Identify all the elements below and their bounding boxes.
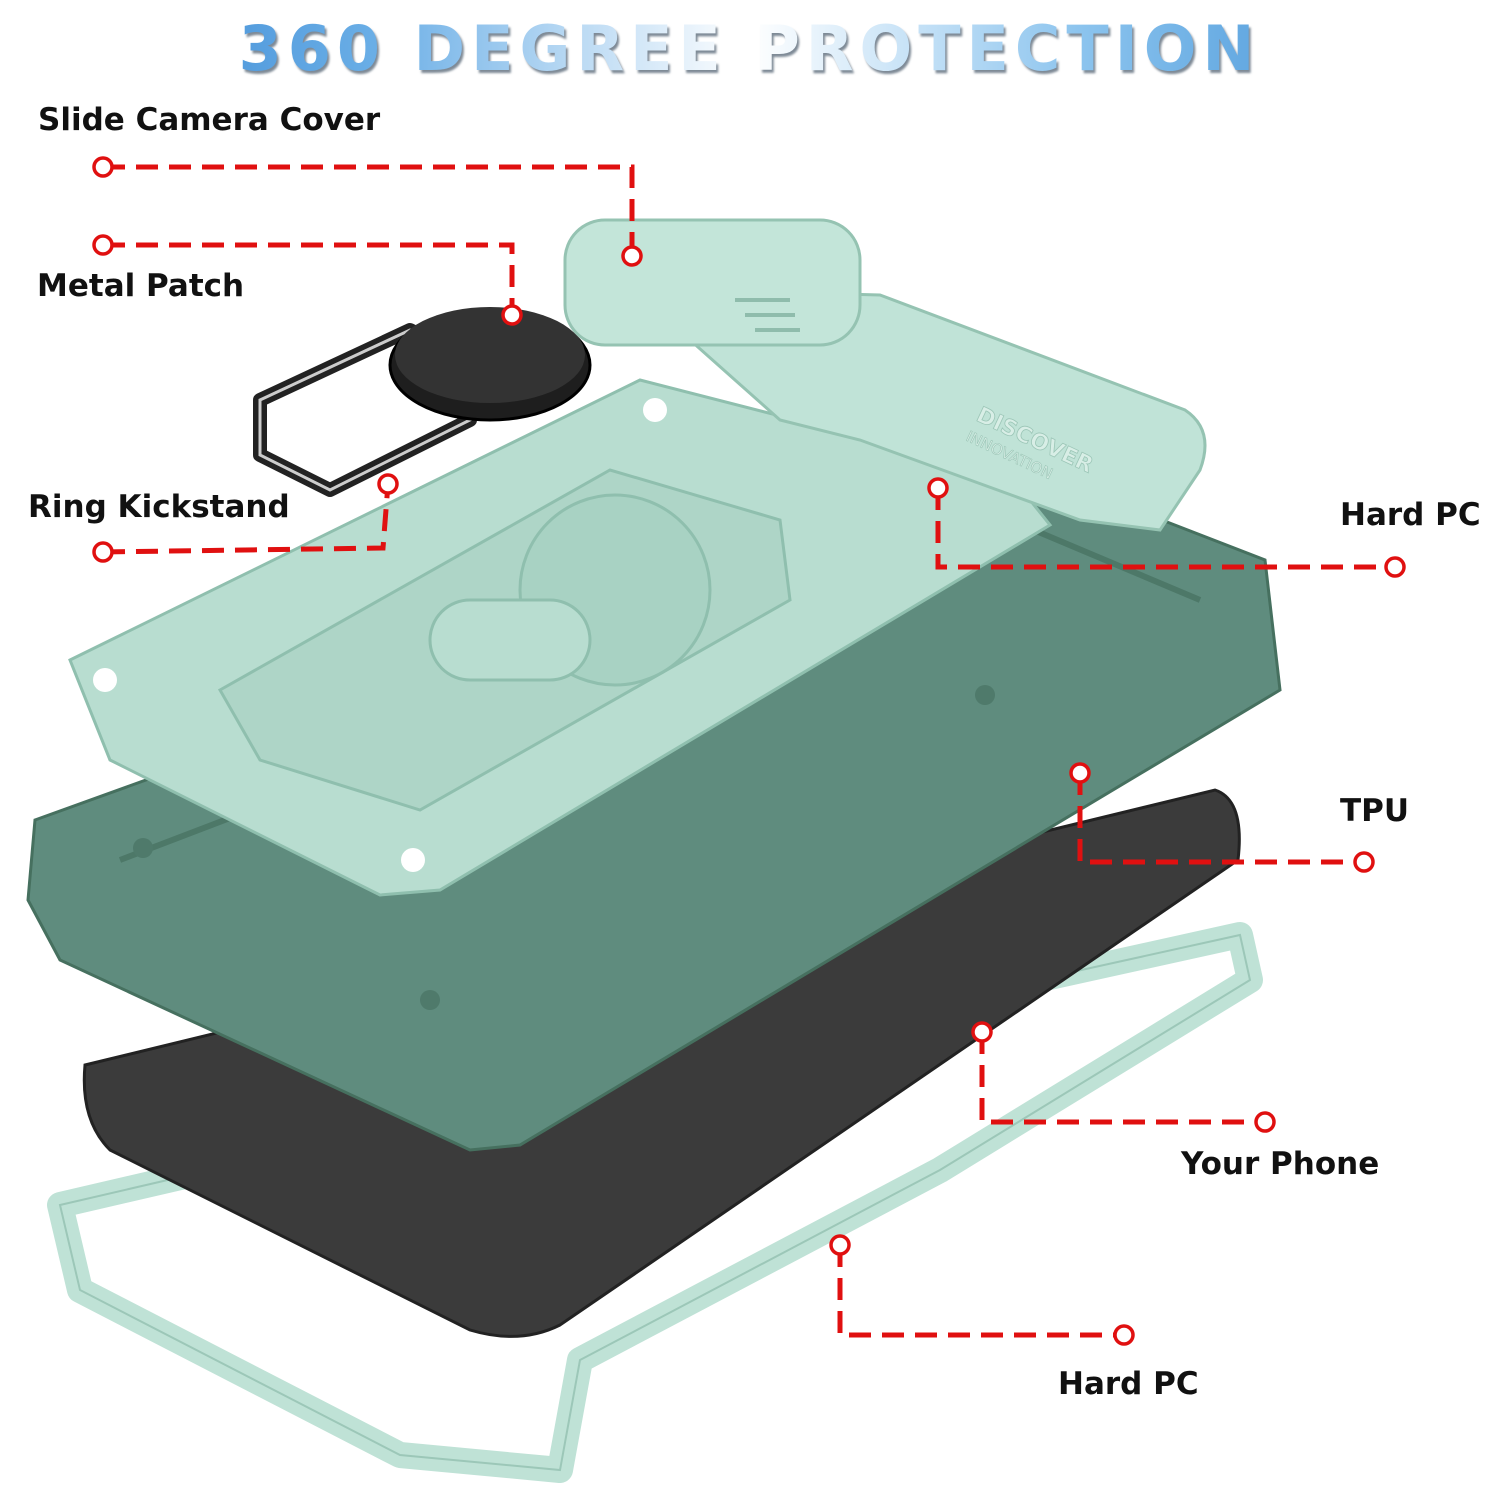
label-slide-camera-cover: Slide Camera Cover (38, 102, 381, 138)
tpu-layer (26, 463, 1282, 1152)
leader-endpoints (92, 156, 1406, 1346)
label-tpu: TPU (1340, 793, 1410, 829)
leader-metal-patch (103, 242, 515, 315)
leader-hard-pc-top (935, 488, 1395, 570)
label-hard-pc-top: Hard PC (1340, 497, 1481, 533)
leader-your-phone (979, 1032, 1265, 1125)
leader-hard-pc-bottom (837, 1245, 1124, 1338)
leader-ring-kickstand (102, 483, 391, 555)
leader-lines (102, 164, 1395, 1338)
leader-slide-camera-cover (103, 164, 635, 256)
label-your-phone: Your Phone (1181, 1146, 1380, 1182)
phone-body (82, 788, 1241, 1338)
leader-tpu (1077, 773, 1364, 865)
hard-pc-back-plate (68, 378, 1053, 897)
label-hard-pc-bottom: Hard PC (1058, 1366, 1199, 1402)
label-metal-patch: Metal Patch (37, 268, 245, 304)
page-title: 360 DEGREE PROTECTION (0, 12, 1499, 85)
ring-kickstand (253, 307, 592, 497)
label-ring-kickstand: Ring Kickstand (28, 489, 290, 525)
